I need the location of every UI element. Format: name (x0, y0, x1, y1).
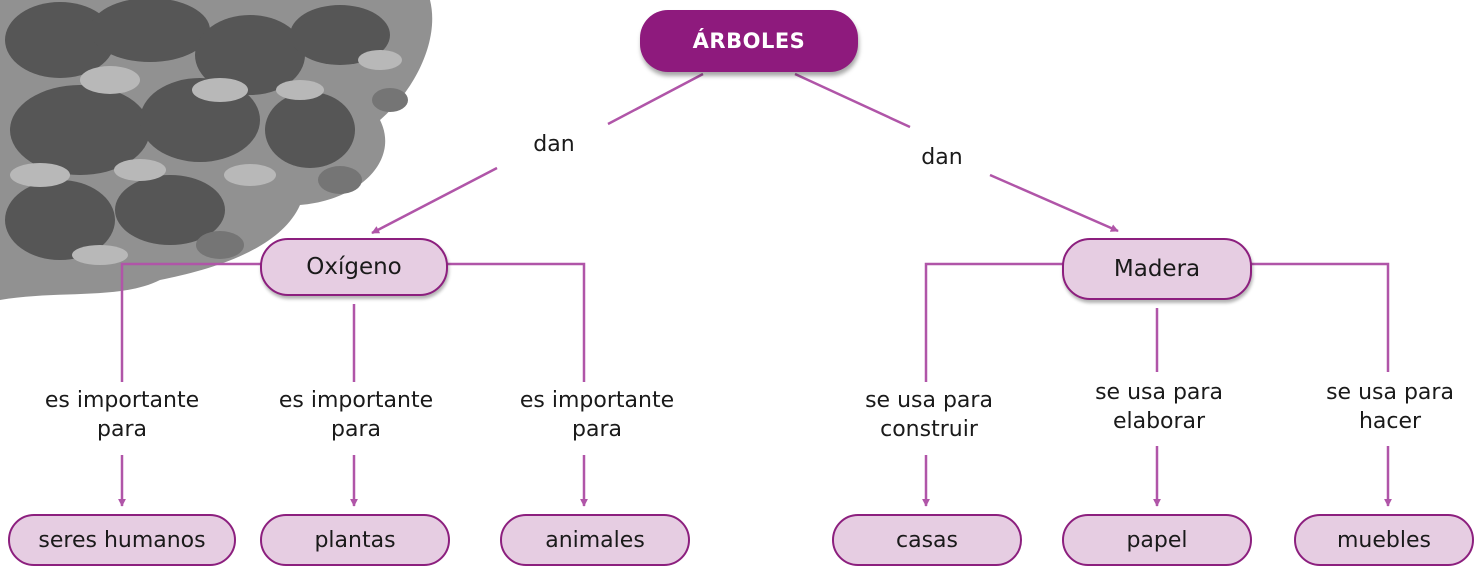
leaf-node-casas: casas (832, 514, 1022, 566)
link-label-madera-2: se usa para elaborar (1082, 378, 1236, 436)
link-label-line: se usa para (1326, 380, 1454, 405)
tree-foliage-illustration (0, 0, 433, 300)
link-label-line: hacer (1358, 409, 1422, 434)
link-label-line: para (331, 417, 381, 442)
leaf-node-label: seres humanos (38, 527, 206, 553)
leaf-node-animales: animales (500, 514, 690, 566)
link-label-line: para (97, 417, 147, 442)
concept-node-madera-label: Madera (1113, 256, 1201, 282)
link-label-oxigeno-2: es importante para (262, 386, 450, 444)
leaf-node-label: papel (1126, 527, 1188, 553)
root-node-arboles: ÁRBOLES (640, 10, 858, 72)
leaf-node-label: animales (545, 527, 645, 553)
link-label-line: se usa para (865, 388, 993, 413)
root-node-label: ÁRBOLES (692, 29, 806, 53)
connector-lines (117, 72, 1393, 507)
link-label-line: es importante (44, 388, 200, 413)
leaf-node-label: muebles (1337, 527, 1431, 553)
link-label-right-dan: dan (910, 143, 974, 172)
link-label-line: construir (880, 417, 978, 442)
link-label-line: se usa para (1095, 380, 1223, 405)
concept-node-oxigeno: Oxígeno (260, 238, 448, 296)
link-label-line: es importante (278, 388, 434, 413)
link-label-oxigeno-3: es importante para (502, 386, 692, 444)
link-label-line: elaborar (1112, 409, 1206, 434)
link-label-oxigeno-1: es importante para (22, 386, 222, 444)
leaf-node-seres-humanos: seres humanos (8, 514, 236, 566)
link-label-madera-1: se usa para construir (852, 386, 1006, 444)
leaf-node-plantas: plantas (260, 514, 450, 566)
leaf-node-papel: papel (1062, 514, 1252, 566)
link-label-madera-3: se usa para hacer (1313, 378, 1467, 436)
link-label-line: es importante (519, 388, 675, 413)
concept-node-madera: Madera (1062, 238, 1252, 300)
leaf-node-label: casas (896, 527, 958, 553)
concept-node-oxigeno-label: Oxígeno (306, 254, 402, 280)
link-label-line: para (572, 417, 622, 442)
leaf-node-label: plantas (314, 527, 396, 553)
leaf-node-muebles: muebles (1294, 514, 1474, 566)
link-label-left-dan: dan (522, 130, 586, 159)
